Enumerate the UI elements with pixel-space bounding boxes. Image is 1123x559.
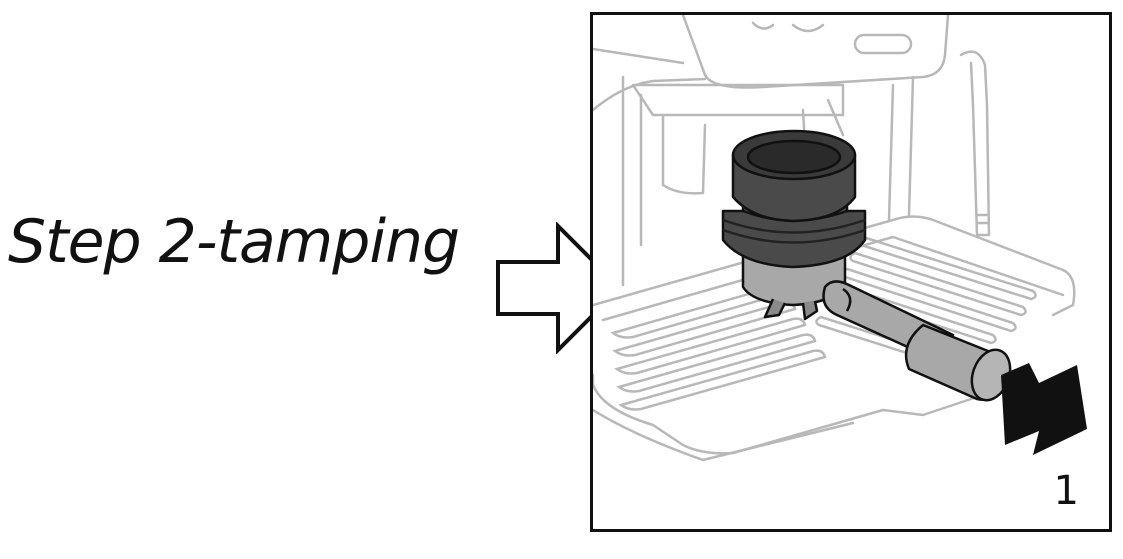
espresso-machine-illustration <box>593 15 1087 462</box>
step-number: 1 <box>1053 468 1079 514</box>
step-caption: Step 2-tamping <box>8 207 460 277</box>
tamper <box>721 129 867 269</box>
hollow-right-arrow-icon <box>496 222 623 354</box>
illustration-panel: 1 <box>590 12 1112 532</box>
pull-out-arrow-icon <box>1001 363 1087 455</box>
